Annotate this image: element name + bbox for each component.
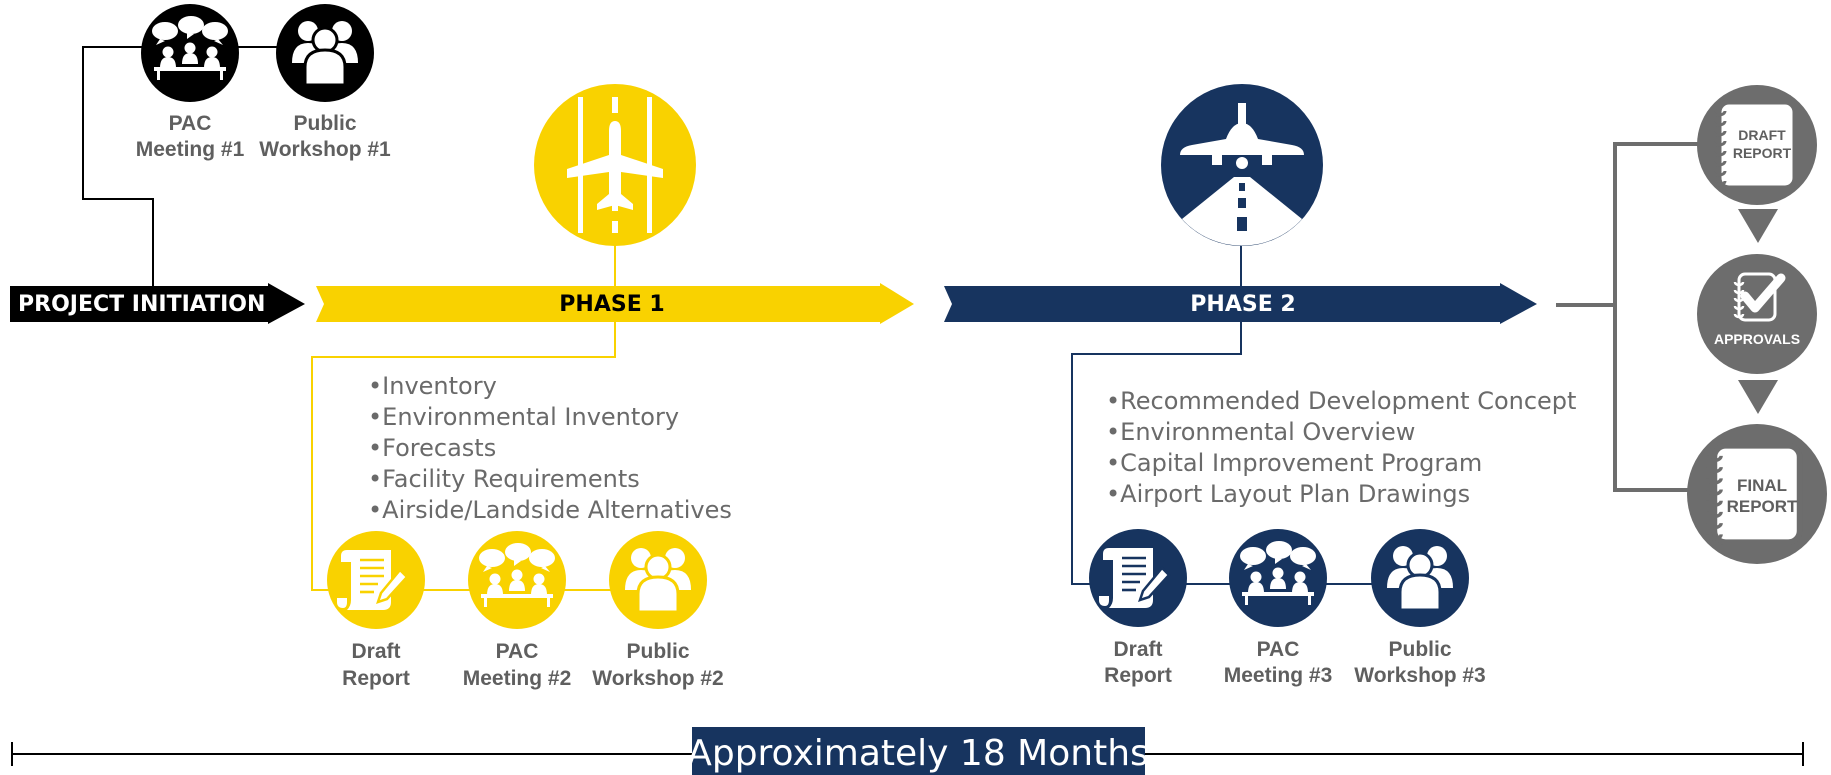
pac-meeting-2: PAC Meeting #2 [463,531,572,690]
pac-meeting-1: PAC Meeting #1 [136,4,245,161]
pac-meeting-2-line2: Meeting #2 [463,667,572,690]
phase2-bullets: •Recommended Development Concept •Enviro… [1106,387,1576,508]
pac-meeting-1-line2: Meeting #1 [136,138,245,161]
pac-meeting-2-line1: PAC [496,640,539,663]
phase2-connector [1071,322,1420,585]
phase2-bullet: •Airport Layout Plan Drawings [1106,480,1470,508]
pac-meeting-3: PAC Meeting #3 [1224,529,1333,687]
public-workshop-1-line2: Workshop #1 [259,138,391,161]
phase1-bullet: •Environmental Inventory [368,403,679,431]
project-initiation-label: PROJECT INITIATION [18,292,265,317]
phase1-label: PHASE 1 [559,292,664,317]
phase2-draft-line2: Report [1104,664,1172,687]
timeline: Approximately 18 Months [11,727,1804,775]
phase1-draft-report: Draft Report [327,531,425,690]
down-arrow [1738,209,1778,243]
phase2-section: PHASE 2 •Recommended Development Concept… [944,84,1576,687]
public-workshop-2-line2: Workshop #2 [592,667,723,690]
runway-airplane-icon [534,84,696,246]
public-workshop-3: Public Workshop #3 [1354,529,1486,687]
phase1-bullet: •Airside/Landside Alternatives [368,496,732,524]
phase2-bullet: •Environmental Overview [1106,418,1415,446]
timeline-label-box [692,727,1145,775]
public-workshop-1: Public Workshop #1 [259,4,391,161]
public-workshop-2: Public Workshop #2 [592,531,724,690]
phase2-label: PHASE 2 [1190,292,1295,317]
project-initiation-arrow [10,283,305,324]
phase1-bullets: •Inventory •Environmental Inventory •For… [368,372,732,524]
phase2-draft-line1: Draft [1113,638,1162,661]
public-workshop-3-line1: Public [1388,638,1451,661]
phase1-draft-line1: Draft [351,640,400,663]
final-report-line1: FINAL [1737,476,1787,495]
phase1-bullet: •Inventory [368,372,497,400]
public-workshop-2-line1: Public [626,640,689,663]
final-report: FINAL REPORT [1687,424,1827,564]
approvals-step: APPROVALS [1697,254,1817,374]
public-workshop-1-line1: Public [293,112,356,135]
public-workshop-3-line2: Workshop #3 [1354,664,1485,687]
final-draft-line1: DRAFT [1738,127,1786,143]
pac-meeting-1-line1: PAC [169,112,212,135]
start-connector [82,46,154,287]
phase2-draft-report: Draft Report [1089,529,1187,687]
approvals-label: APPROVALS [1714,331,1800,347]
phase1-connector [311,322,660,591]
down-arrow [1738,380,1778,414]
phase1-bullet: •Forecasts [368,434,496,462]
final-report-line2: REPORT [1727,497,1798,516]
pac-meeting-3-line1: PAC [1257,638,1300,661]
landing-airplane-icon [1161,84,1323,246]
phase1-draft-line2: Report [342,667,410,690]
start-section: PAC Meeting #1 Public Workshop #1 PROJEC… [10,4,391,324]
phase2-bullet: •Capital Improvement Program [1106,449,1482,477]
pac-meeting-3-line2: Meeting #3 [1224,664,1333,687]
timeline-label: Approximately 18 Months [687,733,1149,774]
checkmark-icon [1740,273,1786,313]
final-steps: DRAFT REPORT APPROVALS FINAL REPORT [1556,85,1827,564]
phase1-bullet: •Facility Requirements [368,465,640,493]
final-draft-line2: REPORT [1733,145,1792,161]
final-draft-report: DRAFT REPORT [1697,85,1817,205]
phase2-bullet: •Recommended Development Concept [1106,387,1576,415]
phase2-arrow [944,283,1537,324]
phase1-section: PHASE 1 •Inventory •Environmental Invent… [311,84,914,690]
phase1-arrow [316,283,914,324]
